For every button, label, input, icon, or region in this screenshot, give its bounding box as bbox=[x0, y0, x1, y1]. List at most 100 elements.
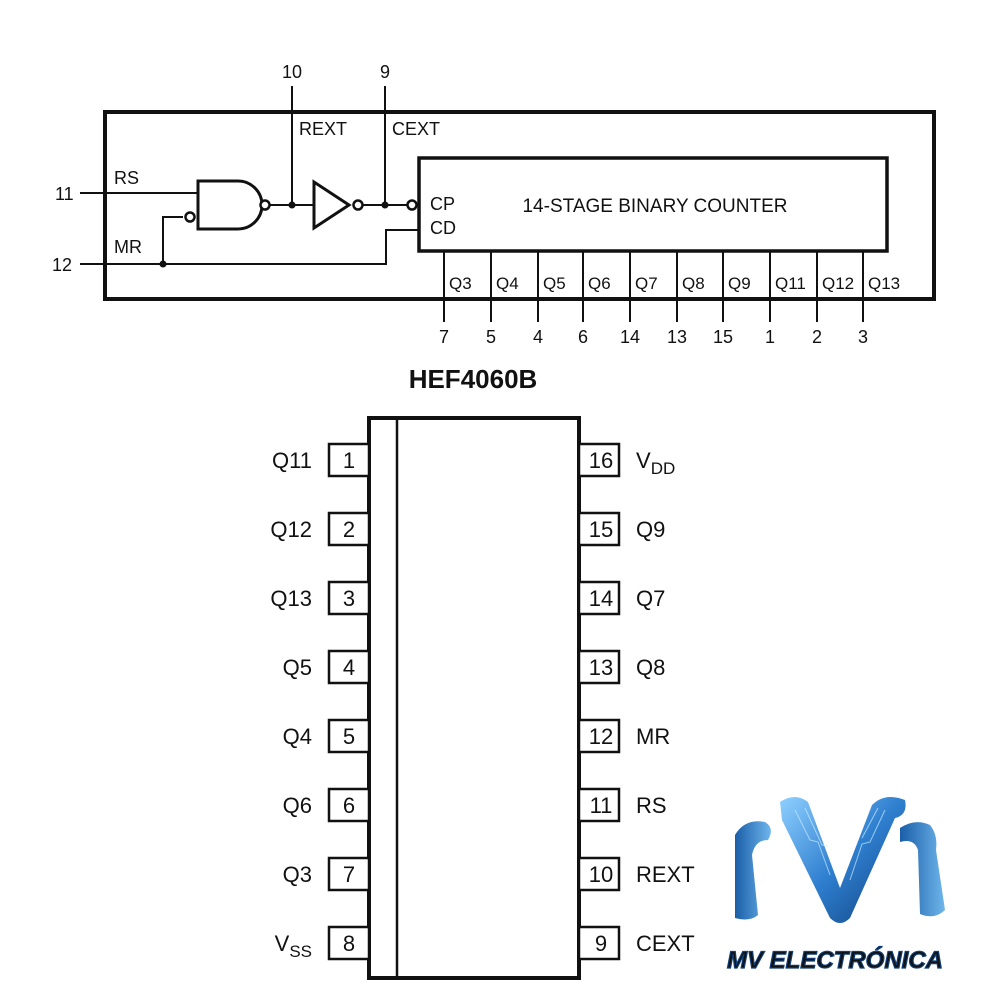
mr-wire bbox=[80, 229, 419, 265]
output-q3: Q37 bbox=[439, 251, 472, 347]
mr-gate-wire bbox=[162, 216, 183, 264]
output-pin-number: 14 bbox=[620, 327, 640, 347]
pin-number: 6 bbox=[343, 793, 355, 818]
pin-label: Q8 bbox=[636, 655, 665, 680]
pin-label: VSS bbox=[275, 931, 312, 961]
output-label: Q4 bbox=[496, 274, 519, 293]
outer-package-box bbox=[103, 110, 936, 301]
output-pin-number: 15 bbox=[713, 327, 733, 347]
pin-number: 16 bbox=[589, 448, 613, 473]
output-label: Q11 bbox=[775, 274, 806, 293]
output-label: Q12 bbox=[822, 274, 854, 293]
pin-12: 12 MR bbox=[577, 718, 670, 754]
pin-12-number: 12 bbox=[52, 255, 72, 275]
pin-box bbox=[577, 787, 621, 823]
pin-box bbox=[577, 580, 621, 616]
output-label: Q5 bbox=[543, 274, 566, 293]
logo-text: MV ELECTRÓNICA bbox=[727, 946, 943, 974]
pin-box bbox=[577, 442, 621, 478]
output-pin-number: 5 bbox=[486, 327, 496, 347]
pin-box bbox=[327, 649, 371, 685]
pin-number: 10 bbox=[589, 862, 613, 887]
pin-box bbox=[327, 511, 371, 547]
output-q11: Q11 1 bbox=[765, 251, 806, 347]
pin-13: 13 Q8 bbox=[577, 649, 665, 685]
pin-label: Q9 bbox=[636, 517, 665, 542]
pin-number: 2 bbox=[343, 517, 355, 542]
nand-output-bubble bbox=[259, 199, 271, 211]
output-pin-number: 6 bbox=[578, 327, 588, 347]
cp-label: CP bbox=[430, 194, 455, 214]
pin-8: 8 VSS bbox=[275, 925, 371, 961]
output-label: Q8 bbox=[682, 274, 705, 293]
pin-number: 12 bbox=[589, 724, 613, 749]
output-q8: Q8 13 bbox=[667, 251, 705, 347]
output-pin-number: 13 bbox=[667, 327, 687, 347]
pin-box bbox=[577, 718, 621, 754]
pin-5: 5 Q4 bbox=[283, 718, 371, 754]
pin-number: 9 bbox=[595, 931, 607, 956]
pin-box bbox=[327, 718, 371, 754]
pin-box bbox=[577, 511, 621, 547]
pin-label: CEXT bbox=[636, 931, 695, 956]
output-pin-number: 1 bbox=[765, 327, 775, 347]
inverter-icon bbox=[312, 179, 352, 231]
pin-label: Q12 bbox=[270, 517, 312, 542]
pin-3: 3 Q13 bbox=[270, 580, 371, 616]
pin-11-number: 11 bbox=[55, 184, 74, 204]
pin-number: 14 bbox=[589, 586, 613, 611]
rs-label: RS bbox=[114, 168, 139, 188]
pin-label: Q13 bbox=[270, 586, 312, 611]
pin-label: Q7 bbox=[636, 586, 665, 611]
pin-label: MR bbox=[636, 724, 670, 749]
pin-number: 15 bbox=[589, 517, 613, 542]
pin-label: RS bbox=[636, 793, 667, 818]
pin-label: Q3 bbox=[283, 862, 312, 887]
pin-number: 5 bbox=[343, 724, 355, 749]
logo-right-stroke bbox=[900, 822, 945, 917]
output-q4: Q4 5 bbox=[486, 251, 519, 347]
logic-diagram: 14-STAGE BINARY COUNTER CP CD 11 RS 12 M… bbox=[52, 62, 936, 347]
inverter-output-bubble bbox=[352, 199, 364, 211]
counter-title: 14-STAGE BINARY COUNTER bbox=[522, 196, 787, 217]
pin-box bbox=[327, 856, 371, 892]
pin-label: Q6 bbox=[283, 793, 312, 818]
pin-10-number: 10 bbox=[282, 62, 302, 82]
pin-10: 10 REXT bbox=[577, 856, 695, 892]
pin-2: 2 Q12 bbox=[270, 511, 371, 547]
pin-15: 15 Q9 bbox=[577, 511, 665, 547]
cd-label: CD bbox=[430, 218, 456, 238]
pin-label: Q11 bbox=[272, 448, 312, 473]
inverted-input-bubble bbox=[184, 211, 196, 223]
pin-number: 3 bbox=[343, 586, 355, 611]
chip-body bbox=[367, 416, 581, 980]
output-pin-number: 7 bbox=[439, 327, 449, 347]
pin-box bbox=[577, 925, 621, 961]
output-label: Q6 bbox=[588, 274, 611, 293]
output-pin-number: 3 bbox=[858, 327, 868, 347]
output-q5: Q54 bbox=[533, 251, 566, 347]
pin-6: 6 Q6 bbox=[283, 787, 371, 823]
mv-electronica-logo: MV ELECTRÓNICA bbox=[726, 796, 945, 975]
pin-number: 13 bbox=[589, 655, 613, 680]
pin-number: 8 bbox=[343, 931, 355, 956]
cp-input-bubble bbox=[406, 199, 418, 211]
chip-name: HEF4060B bbox=[409, 364, 538, 394]
pin-box bbox=[327, 442, 371, 478]
mr-label: MR bbox=[114, 237, 142, 257]
pin-box bbox=[327, 580, 371, 616]
pin-9: 9 CEXT bbox=[577, 925, 695, 961]
pin-number: 4 bbox=[343, 655, 355, 680]
pin-label: REXT bbox=[636, 862, 695, 887]
counter-block bbox=[417, 156, 889, 253]
pin-box bbox=[327, 787, 371, 823]
pin-box bbox=[327, 925, 371, 961]
pin-label: Q4 bbox=[283, 724, 312, 749]
rext-label: REXT bbox=[299, 119, 347, 139]
